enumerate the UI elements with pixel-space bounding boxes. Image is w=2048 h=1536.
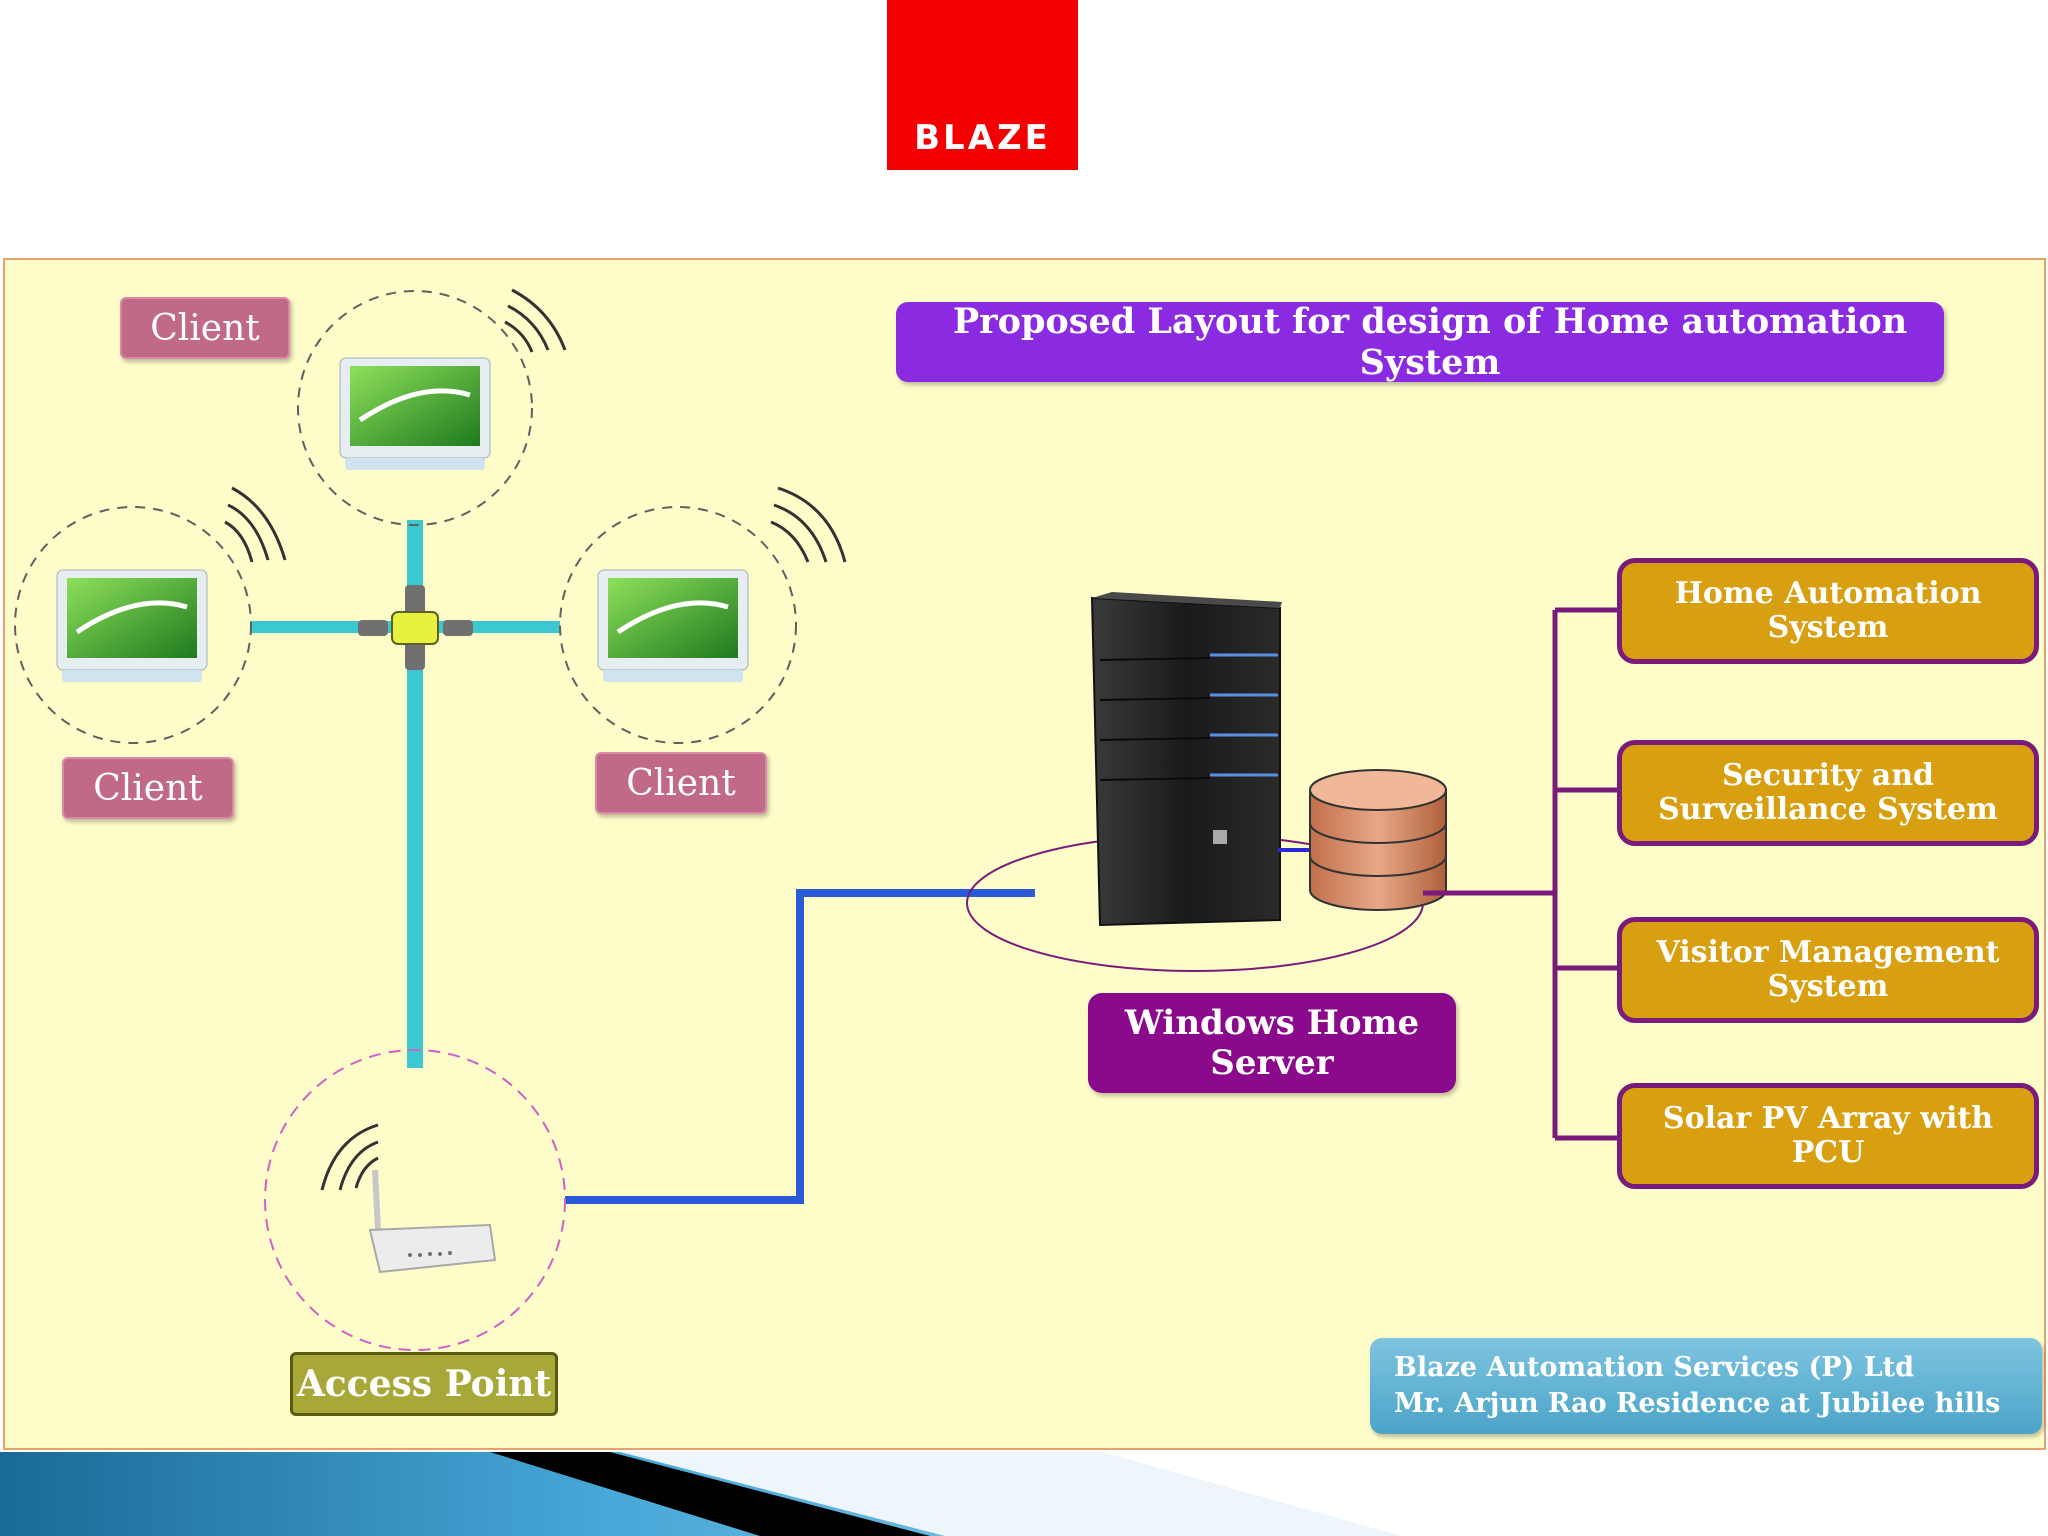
database-icon (1309, 769, 1447, 911)
client-computer-top (297, 290, 533, 526)
subsystem-security-surveillance: Security and Surveillance System (1617, 740, 2039, 846)
company-footer-box: Blaze Automation Services (P) Ltd Mr. Ar… (1370, 1338, 2042, 1434)
client-label-left: Client (62, 757, 234, 819)
subsystem-line1: Security and (1722, 758, 1934, 793)
windows-home-server-label: Windows Home Server (1088, 993, 1456, 1093)
subsystem-connectors (1423, 607, 1620, 1141)
blaze-logo: BLAZE (887, 0, 1078, 170)
server-uplink (565, 889, 1035, 1204)
client-computer-right (559, 506, 797, 744)
server-label-line1: Windows Home (1124, 1003, 1420, 1043)
access-point-label: Access Point (290, 1352, 558, 1416)
subsystem-visitor-management: Visitor Management System (1617, 917, 2039, 1023)
logo-text: BLAZE (914, 118, 1051, 158)
client-label-top: Client (120, 297, 290, 359)
subsystem-line2: System (1767, 969, 1889, 1004)
server-label-line2: Server (1210, 1043, 1334, 1083)
subsystem-line2: System (1767, 610, 1889, 645)
access-point-router-icon (264, 1049, 566, 1351)
bottom-decorative-band (0, 1452, 2048, 1536)
subsystem-line1: Visitor Management (1656, 935, 2000, 970)
wifi-signal-icon-right (770, 486, 847, 563)
wifi-signal-icon-access-point (320, 1123, 379, 1191)
project-site: Mr. Arjun Rao Residence at Jubilee hills (1394, 1388, 2001, 1419)
client-computer-left (14, 506, 252, 744)
company-name: Blaze Automation Services (P) Ltd (1394, 1352, 1915, 1383)
subsystem-line1: Home Automation (1674, 576, 1982, 611)
wifi-signal-icon-left (224, 486, 287, 563)
subsystem-solar-pv: Solar PV Array with PCU (1617, 1083, 2039, 1189)
diagram-title: Proposed Layout for design of Home autom… (896, 301, 1944, 383)
subsystem-line2: PCU (1791, 1135, 1865, 1170)
network-switch-icon (358, 585, 473, 670)
subsystem-line2: Surveillance System (1658, 792, 1998, 827)
client-label-right: Client (595, 752, 767, 814)
subsystem-line1: Solar PV Array with (1662, 1101, 1994, 1136)
subsystem-home-automation: Home Automation System (1617, 558, 2039, 664)
wifi-signal-icon-top (504, 288, 567, 353)
